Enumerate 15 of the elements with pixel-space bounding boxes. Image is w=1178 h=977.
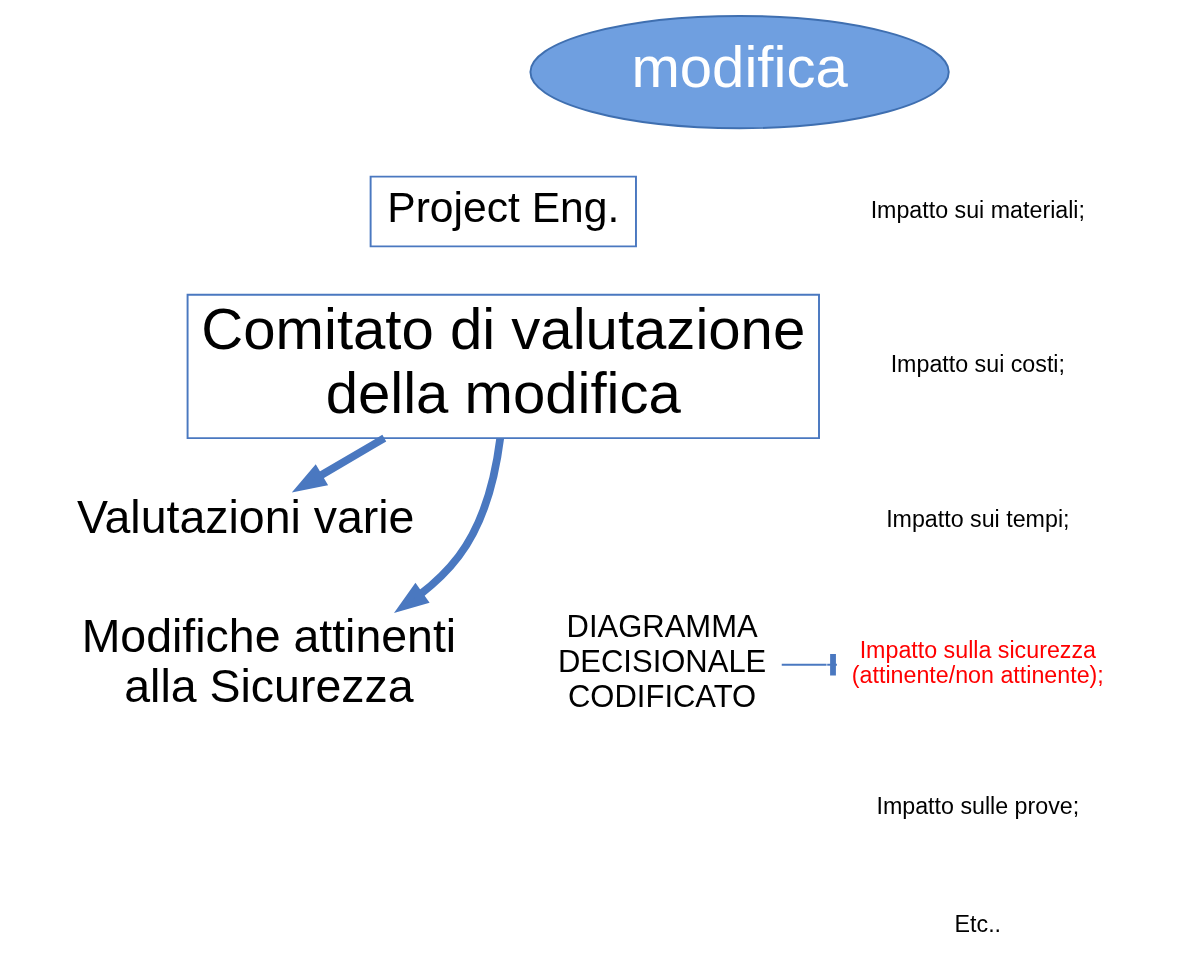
node-box: Comitato di valutazione della modifica <box>186 293 820 440</box>
label: Impatto sui costi; <box>890 351 1065 378</box>
label: Impatto sulle prove; <box>876 793 1080 820</box>
node-text: Modifiche attinenti alla Sicurezza <box>81 609 457 712</box>
node-text: Impatto sulla sicurezza (attinente/non attinente); <box>851 637 1104 689</box>
label: Impatto sui tempi; <box>886 506 1070 533</box>
connector <box>780 654 838 676</box>
label: Impatto sui materiali; <box>870 196 1086 223</box>
node-box: Project Eng. <box>369 175 637 248</box>
node-text: DIAGRAMMA DECISIONALE CODIFICATO <box>557 609 767 714</box>
node-ellipse: modifica <box>529 14 950 130</box>
arrow <box>393 437 504 613</box>
label: Etc.. <box>954 911 1002 938</box>
arrow <box>291 434 387 493</box>
node-text: Valutazioni varie <box>76 491 415 544</box>
